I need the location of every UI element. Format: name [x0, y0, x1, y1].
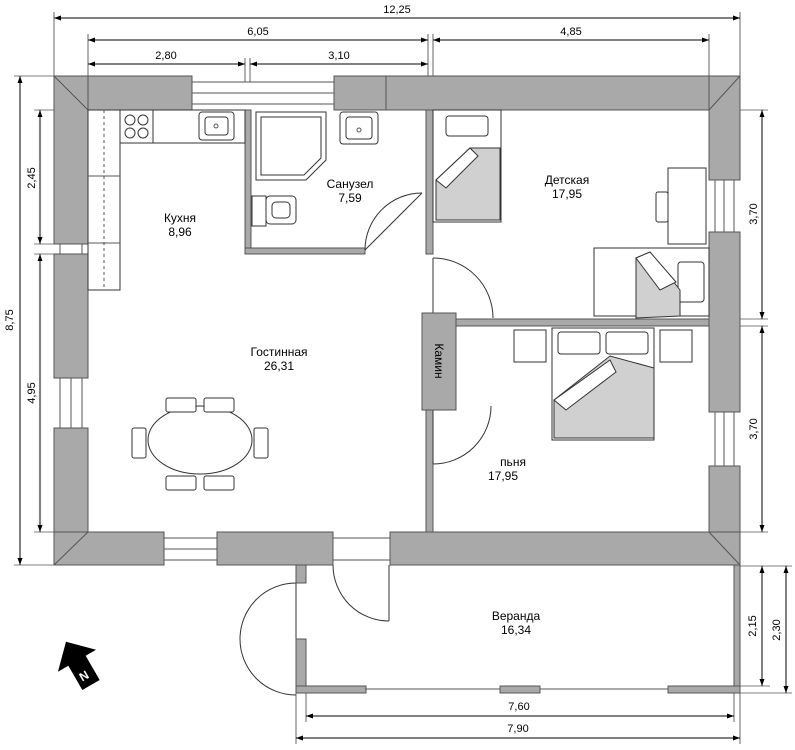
- bedroom-name: пьня: [500, 455, 526, 469]
- dim-veranda-inner-width: 7,60: [508, 701, 529, 713]
- dim-kitchen-width: 2,80: [155, 50, 176, 62]
- living-name: Гостинная: [251, 345, 308, 359]
- exterior-walls: [53, 75, 741, 566]
- room-labels: Кухня 8,96 Санузел 7,59 Детская 17,95 Го…: [164, 173, 589, 637]
- bedroom-area: 17,95: [488, 469, 518, 483]
- nursery-furniture: [432, 109, 710, 319]
- kitchen-area: 8,96: [168, 225, 192, 239]
- living-furniture: [131, 397, 269, 491]
- bathroom-area: 7,59: [338, 191, 362, 205]
- dim-right-upper: 3,70: [748, 203, 760, 224]
- veranda: [295, 564, 741, 694]
- dim-left-upper: 2,45: [26, 167, 38, 188]
- dim-right-part: 4,85: [560, 26, 581, 38]
- kitchen-name: Кухня: [164, 211, 196, 225]
- windows: [59, 81, 735, 561]
- fireplace: Камин: [421, 312, 457, 411]
- bedroom-furniture: [513, 327, 693, 441]
- dim-left-lower: 4,95: [26, 382, 38, 403]
- dimension-lines: 12,25 6,05 4,85 2,80 3,10 8,75 2: [4, 4, 792, 744]
- bathroom-furniture: [251, 111, 379, 227]
- bathroom-name: Санузел: [327, 177, 374, 191]
- nursery-area: 17,95: [552, 187, 582, 201]
- dim-total-width: 12,25: [383, 4, 411, 16]
- nursery-name: Детская: [545, 173, 589, 187]
- kitchen-furniture: [87, 109, 246, 291]
- doors: [239, 192, 494, 696]
- compass-icon: N: [57, 641, 100, 691]
- veranda-name: Веранда: [492, 609, 541, 623]
- living-area: 26,31: [264, 359, 294, 373]
- dim-veranda-inner-height: 2,15: [747, 615, 759, 636]
- dim-veranda-outer-width: 7,90: [507, 723, 528, 735]
- dim-right-lower: 3,70: [748, 418, 760, 439]
- fireplace-label: Камин: [432, 343, 446, 378]
- dim-left-part: 6,05: [247, 26, 268, 38]
- veranda-area: 16,34: [501, 623, 531, 637]
- dim-veranda-outer-height: 2,30: [771, 619, 783, 640]
- dim-total-height: 8,75: [4, 309, 16, 330]
- dim-bath-width: 3,10: [328, 50, 349, 62]
